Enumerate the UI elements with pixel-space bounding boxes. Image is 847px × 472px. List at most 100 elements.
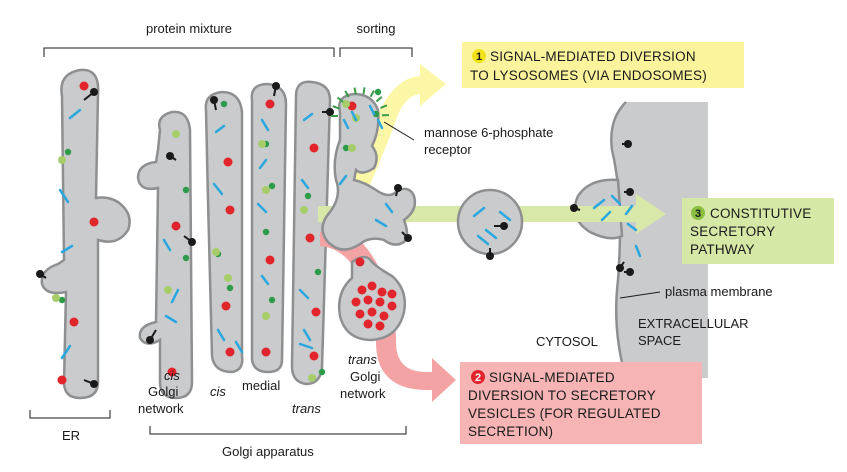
mannose-6-phosphate-receptors	[331, 87, 390, 117]
secretory-cargo	[367, 307, 377, 317]
protein-red	[225, 205, 235, 215]
cargo-rod	[298, 288, 310, 300]
protein-green	[182, 186, 190, 194]
membrane-receptor-head	[90, 380, 98, 388]
protein-green	[182, 254, 190, 262]
cargo-rod	[216, 328, 226, 342]
cis-golgi-label-3: network	[138, 401, 184, 416]
protein-mixture-label: protein mixture	[146, 21, 232, 36]
cargo-rod	[376, 118, 384, 130]
protein-red	[355, 257, 365, 267]
sorting-bracket	[339, 47, 413, 57]
protein-red	[265, 99, 275, 109]
cargo-rod	[472, 206, 486, 218]
pathway-1-number: 1	[476, 51, 482, 63]
er-bracket	[29, 410, 111, 419]
cargo-rod	[162, 238, 172, 252]
protein-red	[261, 347, 271, 357]
cargo-rod	[634, 244, 642, 258]
cargo-rod	[342, 118, 350, 130]
pathway-3-line2: SECRETORY	[690, 224, 775, 239]
cargo-rod	[234, 340, 244, 354]
golgi-apparatus-label: Golgi apparatus	[222, 444, 314, 459]
membrane-receptor-head	[166, 152, 174, 160]
protein-green	[226, 284, 234, 292]
membrane-receptor-head	[626, 268, 634, 276]
transport-vesicle	[456, 188, 524, 256]
protein-red	[79, 81, 89, 91]
sorting-label: sorting	[356, 21, 395, 36]
protein-red	[311, 307, 321, 317]
er-label: ER	[62, 428, 80, 443]
mannose-receptor-icon	[344, 90, 350, 98]
pathway-box-3: 3 CONSTITUTIVE SECRETORY PATHWAY	[682, 198, 834, 264]
pathway-3-line3: PATHWAY	[690, 242, 755, 257]
protein-green	[342, 144, 350, 152]
mannose-receptor-icon	[332, 105, 340, 110]
secretory-cargo	[375, 297, 385, 307]
cargo-rod	[338, 174, 348, 186]
mannose-receptor-icon	[369, 90, 375, 98]
membrane-receptor-head	[146, 336, 154, 344]
membrane-receptor-head	[486, 252, 494, 260]
protein-green	[64, 148, 72, 156]
protein-lightgreen	[52, 294, 60, 302]
protein-red	[221, 301, 231, 311]
pathway-1-line2: TO LYSOSOMES (VIA ENDOSOMES)	[470, 68, 707, 83]
protein-lightgreen	[58, 156, 66, 164]
secretory-cargo	[355, 309, 365, 319]
membrane-receptor-head	[616, 264, 624, 272]
trans-golgi-label-2: Golgi	[350, 369, 380, 384]
protein-red	[223, 157, 233, 167]
protein-red	[57, 375, 67, 385]
cargo-rod	[600, 210, 612, 222]
protein-green	[268, 296, 276, 304]
membrane-receptor-head	[404, 234, 412, 242]
medial-label: medial	[242, 378, 280, 393]
protein-red	[225, 347, 235, 357]
mannose-receptor-icon	[362, 87, 366, 95]
pathway-2-line4: SECRETION)	[468, 424, 553, 439]
mannose-receptor-icon	[337, 96, 344, 103]
trans-golgi-label-1: trans	[348, 352, 377, 367]
pathway-1-line1: SIGNAL-MEDIATED DIVERSION	[490, 49, 696, 64]
cargo-rod	[212, 182, 224, 196]
cargo-rod	[170, 288, 180, 304]
protein-lightgreen	[262, 312, 270, 320]
cargo-rod	[484, 228, 498, 240]
pathway-3-number: 3	[695, 208, 701, 220]
protein-green	[304, 192, 312, 200]
protein-green	[374, 88, 382, 96]
protein-lightgreen	[262, 186, 270, 194]
membrane-receptor-head	[394, 184, 402, 192]
cargo-rod	[260, 118, 270, 132]
protein-mixture-bracket	[43, 47, 335, 57]
protein-green	[314, 268, 322, 276]
pathway-box-1: 1 SIGNAL-MEDIATED DIVERSION TO LYSOSOMES…	[462, 42, 744, 88]
cis-label: cis	[210, 384, 226, 399]
secretory-cargo	[351, 297, 361, 307]
cargo-rod	[298, 342, 314, 350]
membrane-receptor-head	[272, 82, 280, 90]
protein-lightgreen	[172, 130, 180, 138]
secretory-cargo	[387, 301, 397, 311]
pathway-2-line1: SIGNAL-MEDIATED	[489, 370, 615, 385]
secretory-cargo	[387, 289, 397, 299]
cargo-rod	[60, 244, 74, 254]
protein-green	[220, 100, 228, 108]
cargo-rod	[476, 234, 490, 246]
membrane-receptor-head	[624, 140, 632, 148]
membrane-receptor-head	[500, 222, 508, 230]
protein-lightgreen	[164, 286, 172, 294]
trans-golgi-label-3: network	[340, 386, 386, 401]
mannose-receptor-label-2: receptor	[424, 142, 472, 157]
extracellular-space	[611, 102, 708, 378]
cargo-rod	[164, 314, 178, 324]
lysosome-pathway-arrow	[336, 64, 446, 218]
pathway-2-number: 2	[475, 372, 481, 384]
cargo-rod	[374, 218, 388, 228]
membrane-receptor-head	[326, 108, 334, 116]
cargo-rod	[302, 112, 314, 122]
